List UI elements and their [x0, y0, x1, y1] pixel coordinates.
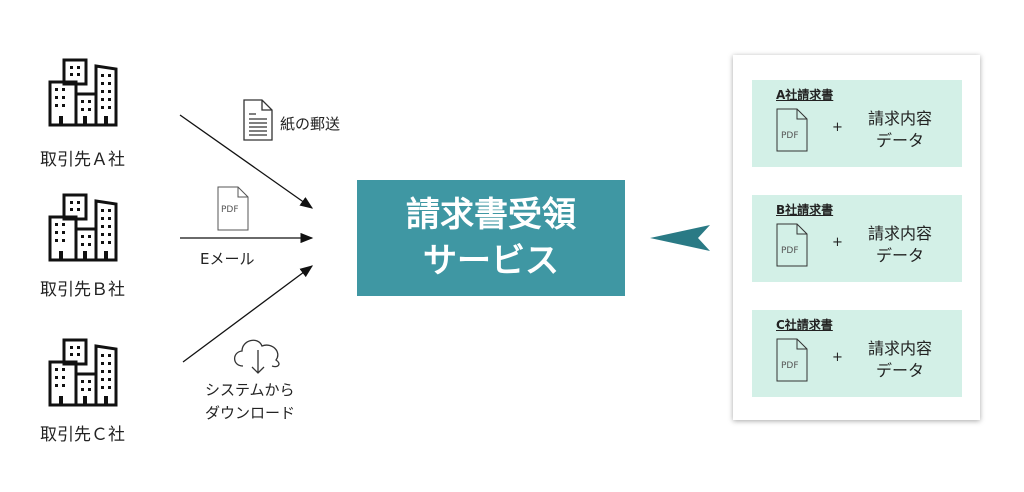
svg-text:PDF: PDF [781, 246, 799, 256]
paper-mail-label: 紙の郵送 [280, 115, 341, 133]
invoice-data-label: 請求内容データ [867, 339, 932, 380]
service-title-1: 請求書受領 [406, 195, 576, 235]
invoice-panel-a: A社請求書 PDF + 請求内容データ [752, 80, 962, 167]
cloud-download-icon [233, 339, 280, 374]
plus-sign: + [832, 235, 843, 250]
pdf-file-icon [217, 186, 249, 231]
plus-sign: + [832, 120, 843, 135]
invoice-title: A社請求書 [776, 88, 834, 102]
pdf-file-icon: PDF [776, 338, 808, 382]
email-label: Eメール [200, 250, 255, 268]
company-b-label: 取引先Ｂ社 [40, 280, 125, 300]
company-a-label: 取引先Ａ社 [40, 150, 125, 170]
output-arrow [650, 225, 710, 251]
pdf-file-icon: PDF [776, 108, 808, 152]
svg-text:PDF: PDF [781, 361, 799, 371]
invoice-data-label: 請求内容データ [867, 109, 932, 150]
plus-sign: + [832, 350, 843, 365]
invoice-title: B社請求書 [776, 203, 834, 217]
building-icon [48, 58, 118, 127]
building-icon [48, 193, 118, 262]
download-label-1: システムから [205, 381, 295, 399]
building-icon [48, 338, 118, 407]
invoice-panel-c: C社請求書 PDF + 請求内容データ [752, 310, 962, 397]
pdf-icon-text: PDF [221, 205, 239, 215]
download-label-2: ダウンロード [205, 404, 296, 422]
service-title-2: サービス [423, 241, 559, 281]
invoice-receipt-service: 請求書受領 サービス [357, 180, 625, 296]
invoice-output-card: A社請求書 PDF + 請求内容データ B社請求書 PDF + 請求内容データ … [733, 55, 980, 420]
invoice-panel-b: B社請求書 PDF + 請求内容データ [752, 195, 962, 282]
document-icon [243, 99, 273, 141]
invoice-data-label: 請求内容データ [867, 224, 932, 265]
pdf-file-icon: PDF [776, 223, 808, 267]
svg-text:PDF: PDF [781, 131, 799, 141]
company-c-label: 取引先Ｃ社 [40, 425, 125, 445]
invoice-title: C社請求書 [776, 318, 833, 332]
